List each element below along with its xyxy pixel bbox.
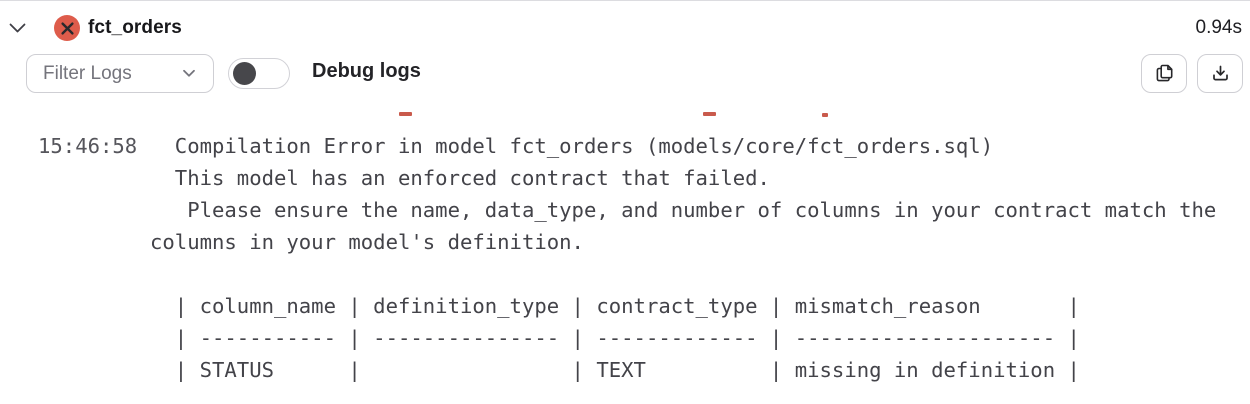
model-name: fct_orders	[88, 17, 182, 38]
run-duration: 0.94s	[1195, 17, 1242, 38]
clipped-descender-mark	[822, 113, 828, 117]
debug-logs-label: Debug logs	[312, 60, 421, 82]
clipped-underscore-mark	[399, 112, 412, 116]
log-error-message: Compilation Error in model fct_orders (m…	[150, 134, 1217, 382]
copy-logs-button[interactable]	[1141, 54, 1187, 93]
error-status-icon	[54, 15, 80, 41]
collapse-chevron-icon[interactable]	[8, 21, 27, 35]
chevron-down-icon	[183, 69, 195, 77]
download-logs-button[interactable]	[1197, 54, 1243, 93]
toggle-knob	[233, 61, 256, 85]
debug-logs-toggle[interactable]	[228, 58, 290, 89]
filter-logs-label: Filter Logs	[43, 62, 132, 84]
filter-logs-dropdown[interactable]: Filter Logs	[26, 54, 214, 93]
copy-icon	[1156, 64, 1172, 82]
log-timestamp: 15:46:58	[38, 134, 138, 158]
download-icon	[1212, 65, 1228, 81]
clipped-underscore-mark	[703, 112, 716, 116]
log-output-scroll-area[interactable]: 15:46:58 Compilation Error in model fct_…	[0, 97, 1250, 404]
